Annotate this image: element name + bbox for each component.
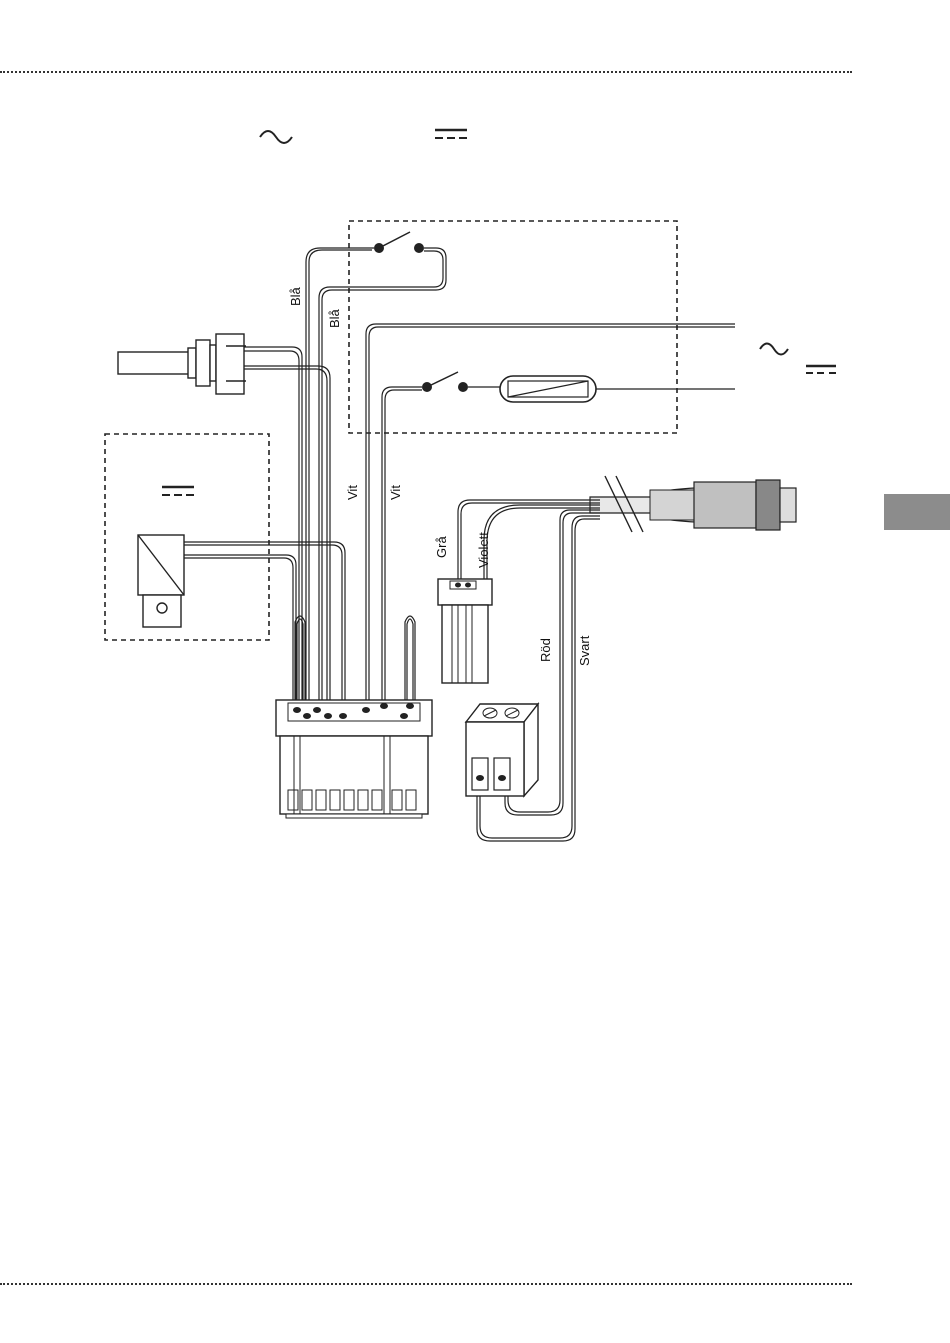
wires-relay: [184, 542, 345, 712]
wire-label-bla-1: Blå: [288, 286, 303, 306]
wires-top: [306, 248, 735, 712]
small-connector: [438, 579, 492, 683]
plug-icon: [590, 476, 796, 532]
switch-icon: [374, 232, 424, 253]
wire-label-vit-1: Vit: [345, 485, 360, 500]
dc-symbol-icon: [435, 130, 467, 138]
wire-label-svart: Svart: [577, 635, 592, 666]
wire-label-bla-2: Blå: [327, 308, 342, 328]
screw-terminal: [466, 704, 538, 796]
wire-loops: [295, 616, 415, 708]
wire-label-rod: Röd: [538, 638, 553, 662]
wire-label-gra: Grå: [434, 536, 449, 558]
terminal-block: [276, 700, 432, 818]
wire-label-violett: Violett: [476, 532, 491, 568]
ac-symbol-icon: [760, 344, 788, 355]
dc-symbol-icon: [162, 487, 194, 495]
relay-icon: [138, 535, 184, 627]
wires-sensor: [244, 347, 330, 712]
switch-icon: [422, 372, 468, 392]
ac-symbol-icon: [260, 131, 292, 143]
dc-symbol-icon: [806, 366, 836, 373]
wire-label-vit-2: Vit: [388, 485, 403, 500]
sensor-icon: [118, 334, 246, 394]
fuse-icon: [500, 376, 596, 402]
dc-supply-box: [105, 434, 269, 640]
